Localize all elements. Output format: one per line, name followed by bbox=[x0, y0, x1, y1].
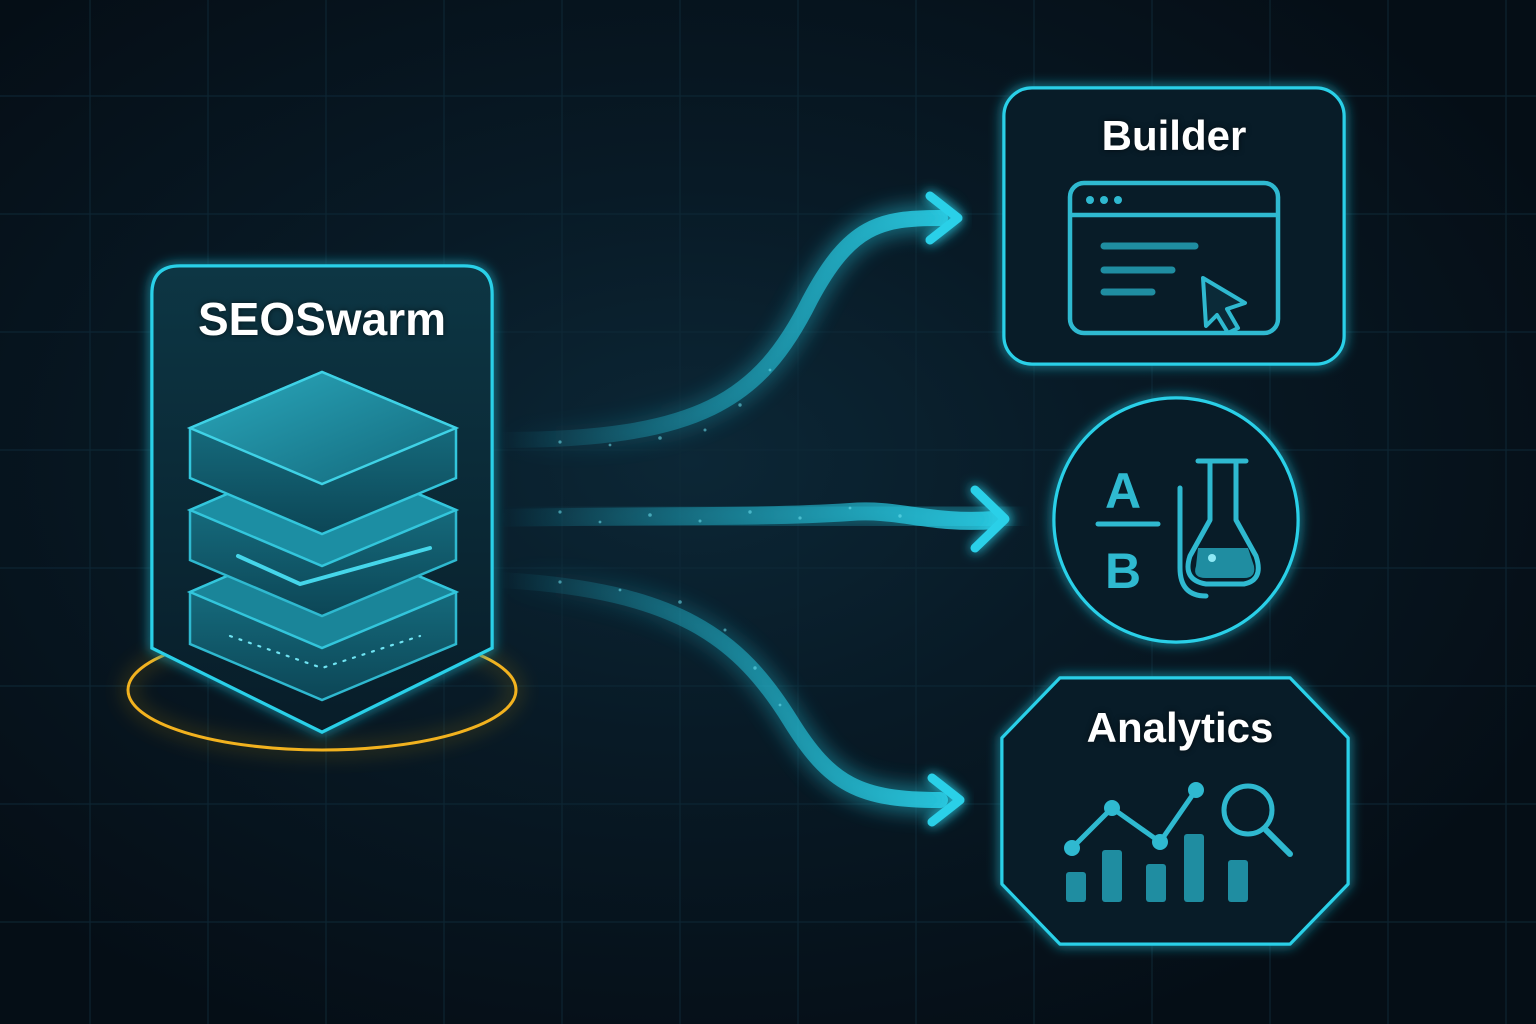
connection-to-analytics bbox=[487, 567, 965, 827]
builder-node[interactable] bbox=[1002, 86, 1346, 366]
chart-magnifier-icon bbox=[1064, 782, 1293, 902]
analytics-node[interactable] bbox=[1000, 676, 1350, 946]
arrowhead-analytics bbox=[927, 773, 965, 827]
ab-test-node[interactable] bbox=[1052, 396, 1300, 644]
connection-to-ab-test bbox=[485, 485, 1010, 553]
browser-window-cursor-icon bbox=[1067, 180, 1281, 336]
source-label: SEOSwarm bbox=[198, 293, 446, 345]
source-node[interactable] bbox=[126, 264, 518, 752]
layered-stack-icon bbox=[186, 370, 460, 702]
ab-test-flask-icon bbox=[1095, 458, 1261, 599]
builder-label: Builder bbox=[1101, 112, 1247, 159]
ab-glyph-b: B bbox=[1104, 543, 1142, 599]
connection-to-builder bbox=[487, 191, 963, 453]
arrowhead-ab-test bbox=[970, 485, 1010, 553]
arrowhead-builder bbox=[925, 191, 963, 245]
ab-glyph-a: A bbox=[1104, 463, 1142, 519]
analytics-label: Analytics bbox=[1086, 704, 1274, 751]
flow-particles bbox=[558, 368, 902, 707]
